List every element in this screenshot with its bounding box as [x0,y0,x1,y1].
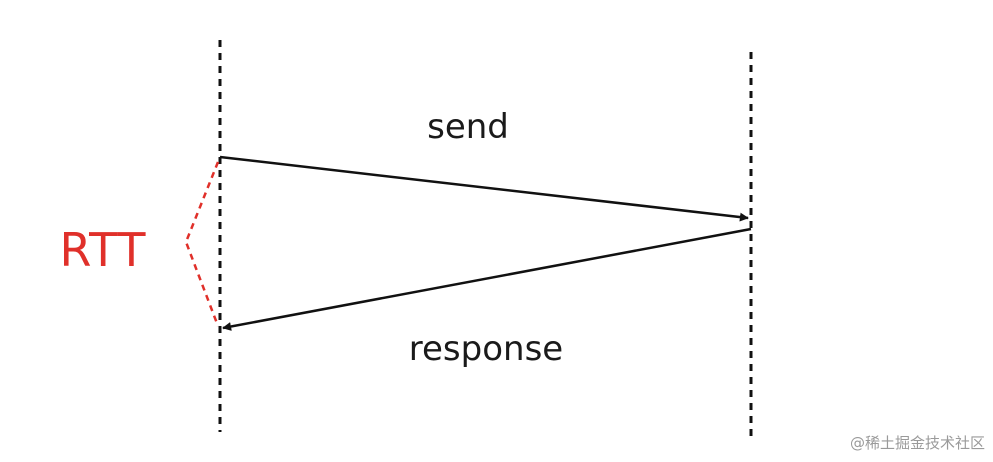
response-arrow [222,227,752,331]
send-label: send [427,107,509,147]
rtt-label: RTT [59,223,146,277]
response-label: response [409,329,563,369]
rtt-bracket [184,161,220,327]
watermark-text: @稀土掘金技术社区 [850,434,985,452]
send-arrow [219,155,749,222]
